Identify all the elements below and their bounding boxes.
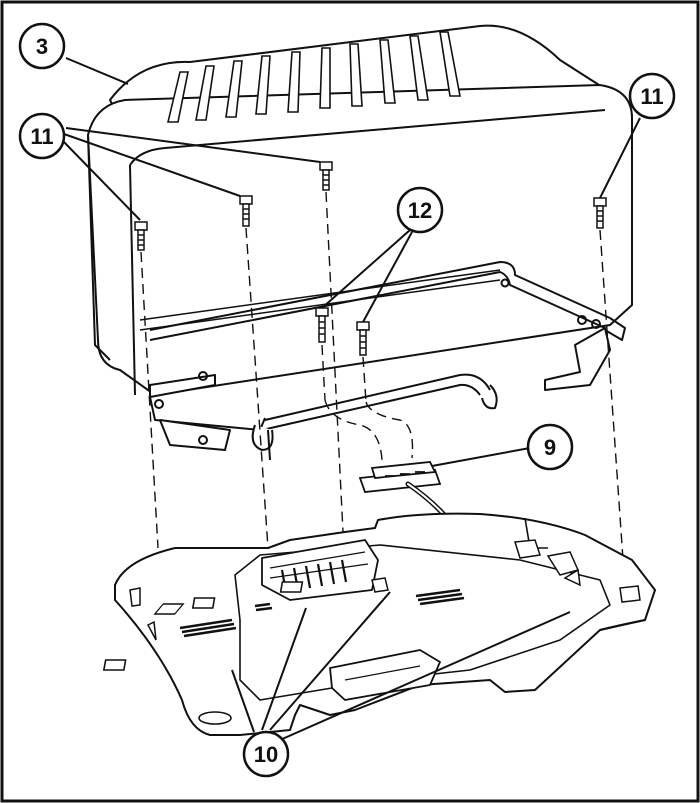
- callout-10-label: 10: [254, 742, 278, 767]
- tray-details: [102, 539, 641, 671]
- bolt-12-b: [356, 321, 370, 356]
- callout-11-left-label: 11: [30, 124, 53, 149]
- bolt-11-c: [319, 161, 333, 191]
- bolt-11-d: [593, 197, 607, 229]
- cover-slots: [166, 31, 461, 123]
- bolt-12-a: [315, 307, 329, 343]
- callout-12-label: 12: [408, 198, 432, 223]
- callout-3-label: 3: [36, 34, 48, 59]
- alignment-lines: [140, 191, 626, 589]
- base-tray: [114, 512, 656, 736]
- callout-3: 3: [18, 22, 66, 70]
- bolt-11-a: [134, 221, 148, 251]
- callout-12: 12: [396, 186, 444, 234]
- leader-lines: [61, 57, 641, 741]
- bolt-11-b: [239, 195, 253, 227]
- callout-10: 10: [242, 730, 290, 778]
- callout-11-right: 11: [628, 72, 676, 120]
- callout-11-left: 11: [18, 112, 66, 160]
- callout-11-right-label: 11: [640, 84, 663, 109]
- handle-bar-frame: [149, 261, 626, 461]
- bolt-group-12: [315, 307, 370, 356]
- callout-9-label: 9: [544, 435, 556, 460]
- callout-9: 9: [526, 423, 574, 471]
- connector-9: [358, 461, 442, 493]
- bolt-group-11: [134, 161, 607, 251]
